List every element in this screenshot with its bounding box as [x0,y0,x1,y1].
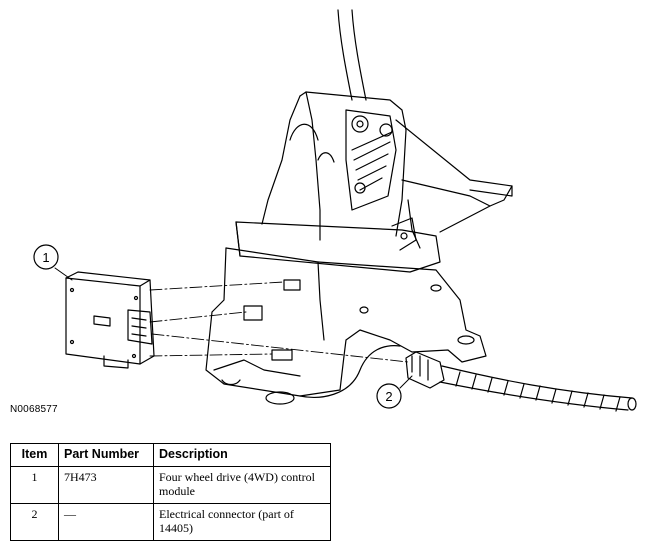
row-description: Electrical connector (part of 14405) [153,503,331,541]
4wd-control-module [65,271,155,369]
table-header-row: Item Part Number Description [10,443,331,467]
callout-2-label: 2 [385,389,392,404]
header-item: Item [10,443,59,467]
parts-table: Item Part Number Description 1 7H473 Fou… [10,443,331,541]
row-description: Four wheel drive (4WD) control module [153,466,331,504]
row-part-number: 7H473 [58,466,154,504]
shifter-assembly-illustration: 1 2 [33,9,637,412]
row-item: 1 [10,466,59,504]
table-row: 1 7H473 Four wheel drive (4WD) control m… [10,466,331,504]
shifter-base [205,221,487,405]
electrical-connector [405,351,445,389]
callout-1-label: 1 [42,250,49,265]
header-part-number: Part Number [58,443,154,467]
callout-1: 1 [33,244,73,281]
leader-lines [149,281,409,363]
shift-lever [337,9,367,101]
row-part-number: — [58,503,154,541]
wiring-harness [439,365,637,412]
shifter-housing [261,91,513,251]
callout-2: 2 [376,375,413,409]
header-description: Description [153,443,331,467]
row-item: 2 [10,503,59,541]
figure-id: N0068577 [10,404,58,415]
table-row: 2 — Electrical connector (part of 14405) [10,503,331,541]
